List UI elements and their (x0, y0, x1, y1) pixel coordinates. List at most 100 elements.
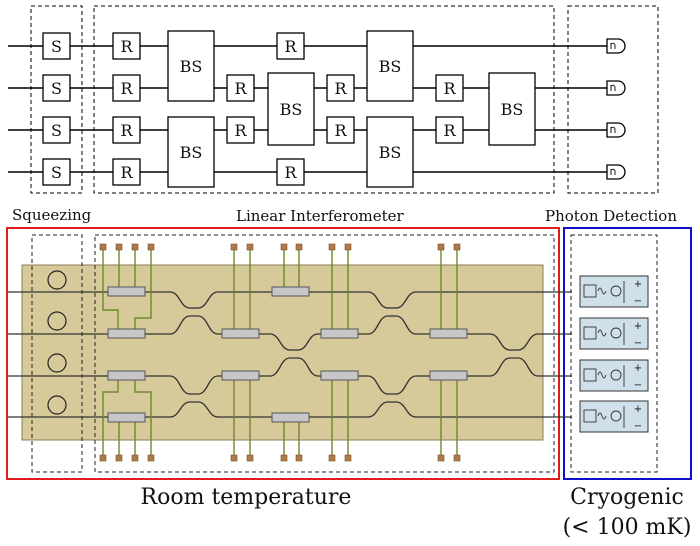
ring-resonators (47, 270, 67, 415)
ring-resonator-icon (47, 353, 67, 373)
detector-module: + − (579, 400, 649, 433)
ring-resonator-icon (47, 270, 67, 290)
label-room-temperature: Room temperature (141, 485, 352, 510)
phase-shifter (320, 370, 359, 381)
rotation-gate: R (112, 116, 141, 144)
squeezer-gate: S (42, 158, 71, 186)
rotation-label: R (443, 121, 456, 140)
squeezers: S S S S (42, 32, 71, 186)
top-detectors (606, 38, 626, 180)
beamsplitter-label: BS (379, 57, 402, 76)
rotation-gate: R (276, 32, 305, 60)
phase-shifter (107, 328, 146, 339)
room-temperature-box (6, 227, 560, 480)
rotation-label: R (234, 79, 247, 98)
plus-sign: + (634, 279, 642, 290)
rotation-label: R (120, 163, 133, 182)
detector-icon (606, 122, 626, 138)
squeezer-gate: S (42, 74, 71, 102)
rotation-label: R (284, 37, 297, 56)
squeezing-region-box (31, 234, 83, 473)
detector-icon (606, 80, 626, 96)
contact-pad (280, 454, 288, 462)
ring-resonator-icon (47, 395, 67, 415)
squeezer-label: S (51, 121, 62, 140)
phase-shifter (429, 328, 468, 339)
rotation-gate: R (276, 158, 305, 186)
beamsplitter: BS (366, 30, 414, 102)
rotation-label: R (120, 121, 133, 140)
rotation-label: R (334, 121, 347, 140)
beamsplitter-label: BS (180, 57, 203, 76)
rotation-label: R (443, 79, 456, 98)
contact-pad (147, 243, 155, 251)
plus-sign: + (634, 321, 642, 332)
phase-shifter (107, 370, 146, 381)
detector-module: + − (579, 359, 649, 392)
rotation-gate: R (226, 74, 255, 102)
rotation-gate: R (112, 74, 141, 102)
rotation-gate: R (112, 32, 141, 60)
rotation-gate: R (226, 116, 255, 144)
squeezer-gate: S (42, 116, 71, 144)
contact-pad (230, 454, 238, 462)
squeezer-gate: S (42, 32, 71, 60)
beamsplitter: BS (267, 72, 315, 146)
beamsplitters: BS BS BS BS BS BS (167, 30, 536, 188)
contact-pad (437, 454, 445, 462)
beamsplitter-label: BS (180, 143, 203, 162)
cryogenic-box (563, 227, 692, 480)
beamsplitter: BS (167, 30, 215, 102)
squeezer-label: S (51, 79, 62, 98)
contact-pad (344, 243, 352, 251)
contact-pad (453, 243, 461, 251)
rotation-gate: R (435, 74, 464, 102)
label-squeezing: Squeezing (12, 206, 92, 224)
label-cryogenic-temperature: (< 100 mK) (563, 515, 692, 540)
phase-shifter (107, 412, 146, 423)
rotation-label: R (334, 79, 347, 98)
beamsplitter-label: BS (501, 100, 524, 119)
detector-icon (606, 164, 626, 180)
contact-pads (99, 243, 461, 462)
phase-shifter (221, 328, 260, 339)
detection-group-box (567, 5, 659, 194)
contact-pad (99, 454, 107, 462)
interferometer-region-box (94, 234, 555, 473)
contact-pad (99, 243, 107, 251)
detector-icon (606, 38, 626, 54)
rotation-gate: R (435, 116, 464, 144)
phase-shifter (271, 412, 310, 423)
contact-pad (230, 243, 238, 251)
interferometer-group-box (93, 5, 555, 194)
detection-region-box (570, 234, 658, 473)
squeezer-label: S (51, 37, 62, 56)
phase-shifter (107, 286, 146, 297)
minus-sign: − (634, 380, 642, 391)
phase-shifters (107, 286, 468, 423)
minus-sign: − (634, 421, 642, 432)
label-linear-interferometer: Linear Interferometer (236, 207, 404, 225)
contact-pad (246, 454, 254, 462)
contact-pad (295, 243, 303, 251)
plus-sign: + (634, 363, 642, 374)
phase-shifter (320, 328, 359, 339)
detector-module: + − (579, 275, 649, 308)
contact-pad (295, 454, 303, 462)
contact-pad (344, 454, 352, 462)
plus-sign: + (634, 404, 642, 415)
contact-pad (246, 243, 254, 251)
rotation-label: R (120, 37, 133, 56)
contact-pad (437, 243, 445, 251)
photonic-chip-section: + − + − + − (6, 227, 692, 480)
contact-pad (115, 454, 123, 462)
rotation-label: R (120, 79, 133, 98)
electrode-lines (102, 248, 458, 457)
beamsplitter-label: BS (280, 100, 303, 119)
contact-pad (131, 243, 139, 251)
beamsplitter: BS (366, 116, 414, 188)
cryo-detectors: + − + − + − (579, 275, 649, 433)
label-cryogenic: Cryogenic (570, 485, 684, 510)
